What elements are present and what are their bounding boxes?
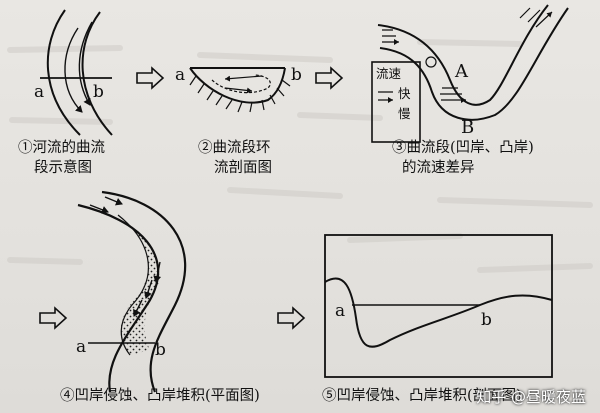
fig1-caption-line1: ①河流的曲流: [18, 139, 105, 156]
watermark: 知乎 @昼暖夜蓝: [476, 388, 586, 406]
fig1-meander-sketch: [40, 9, 113, 136]
fig2-caption-line2: 流剖面图: [214, 159, 272, 176]
arrow-right-icon: [277, 306, 306, 330]
arrow-right-icon: [315, 66, 344, 90]
fig1-label-b: b: [93, 82, 104, 102]
fig3-caption-line1: ③曲流段(凹岸、凸岸): [392, 139, 534, 156]
fig4-caption: ④凹岸侵蚀、凸岸堆积(平面图): [60, 387, 260, 404]
fig3-caption-line2: 的流速差异: [402, 159, 475, 176]
fig3-box-label-3: 慢: [398, 106, 411, 121]
fig3-label-A: A: [454, 61, 469, 82]
fig4-label-b: b: [155, 340, 166, 360]
fig4-plan-view: [77, 190, 187, 393]
fig5-label-a: a: [335, 301, 345, 321]
fig3-box-label-2: 快: [398, 86, 411, 101]
arrow-right-icon: [39, 306, 68, 330]
fig3-box-label-1: 流速: [376, 66, 402, 81]
fig5-caption: ⑤凹岸侵蚀、凸岸堆积(剖面图): [322, 387, 522, 404]
fig1-caption-line2: 段示意图: [34, 158, 92, 176]
fig3-label-B: B: [461, 117, 474, 138]
fig5-section-view: [324, 234, 553, 378]
fig5-label-b: b: [481, 310, 492, 330]
fig1-label-a: a: [34, 82, 44, 102]
arrow-right-icon: [136, 66, 165, 90]
fig3-meander-velocity: [371, 4, 569, 143]
fig2-label-a: a: [175, 65, 185, 85]
fig2-label-b: b: [291, 65, 302, 85]
fig2-cross-section: [189, 67, 291, 113]
fig2-caption-line1: ②曲流段环: [198, 139, 271, 156]
fig4-label-a: a: [76, 337, 86, 357]
show-through-texture: [7, 39, 593, 273]
